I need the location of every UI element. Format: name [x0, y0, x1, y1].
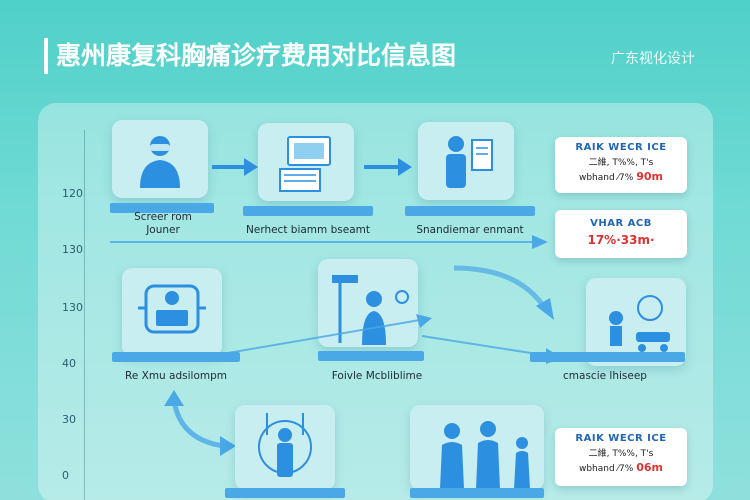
stage-base-bar — [318, 351, 424, 361]
y-axis-tick: 40 — [62, 357, 76, 370]
iv-drip-patient-icon — [258, 413, 312, 477]
y-axis-tick: 30 — [62, 413, 76, 426]
stage-label: Nerhect biamm bseamt — [246, 224, 370, 236]
info-box-line: 二維, T%%, T's — [588, 449, 654, 459]
brand-label: 广东视化设计 — [611, 51, 695, 67]
stage-base-bar — [112, 352, 240, 362]
y-axis-tick: 130 — [62, 243, 83, 256]
stage-label: Foivle Mcbliblime — [331, 370, 423, 382]
laptop-card[interactable] — [258, 123, 354, 201]
stage-base-bar — [530, 352, 685, 362]
cost-info-box[interactable]: RAIK WECR ICE 二維, T%%, T's wbhand ⁄7% 06… — [555, 428, 687, 486]
connector-arrow — [221, 314, 432, 355]
info-box-title: RAIK WECR ICE — [575, 142, 667, 153]
stage-base-bar — [243, 206, 373, 216]
info-box-title: VHAR ACB — [590, 218, 652, 229]
right-arrow-icon — [212, 158, 258, 176]
info-box-line: wbhand ⁄7% 90m — [578, 170, 663, 183]
cost-info-box[interactable]: VHAR ACB 17%·33m· — [555, 210, 687, 258]
y-axis-line — [84, 130, 85, 500]
info-box-price: 17%·33m· — [587, 233, 655, 247]
stage-label: Snandiemar enmant — [416, 224, 524, 236]
doctor-icon — [140, 136, 180, 188]
info-box-line: wbhand ⁄7% 06m — [578, 461, 663, 474]
xray-scanner-icon — [138, 284, 206, 334]
stage-base-bar — [110, 203, 214, 213]
curved-arrow — [453, 265, 554, 320]
xray-card[interactable] — [122, 268, 222, 356]
rehab-equipment-icon — [609, 295, 670, 352]
info-box-price: 90m — [636, 170, 663, 183]
y-axis-tick: 130 — [62, 301, 83, 314]
curved-arrow — [164, 390, 236, 456]
info-box-title: RAIK WECR ICE — [575, 433, 667, 444]
stage-label: cmascie lhiseep — [563, 370, 647, 382]
stage-label: Jouner — [146, 224, 180, 236]
stage-base-bar — [405, 206, 535, 216]
info-box-price: 06m — [636, 461, 663, 474]
y-axis-tick: 120 — [62, 187, 83, 200]
y-axis-tick: 0 — [62, 469, 69, 482]
stage-label: Re Xmu adsilompm — [125, 370, 227, 382]
right-arrow-icon — [364, 158, 412, 176]
family-group-icon — [440, 421, 530, 489]
patient-clipboard-icon — [446, 136, 493, 188]
connector-arrow — [421, 335, 562, 364]
stage-label: Screer rom — [134, 211, 192, 223]
family-card[interactable] — [410, 405, 544, 490]
doctor-card[interactable] — [112, 120, 208, 198]
laptop-document-icon — [279, 136, 331, 192]
iv-drip-card[interactable] — [235, 405, 335, 490]
rehab-card[interactable] — [586, 278, 686, 366]
timeline-arrow — [110, 235, 548, 249]
page-title: 惠州康复科胸痛诊疗费用对比信息图 — [44, 38, 456, 74]
stage-base-bar — [410, 488, 544, 498]
cost-info-box[interactable]: RAIK WECR ICE 二維, T%%, T's wbhand ⁄7% 90… — [555, 137, 687, 193]
info-box-line: 二維, T%%, T's — [588, 158, 654, 168]
stage-base-bar — [225, 488, 345, 498]
patient-clipboard-card[interactable] — [418, 122, 514, 200]
patient-iv-card[interactable] — [318, 259, 418, 347]
